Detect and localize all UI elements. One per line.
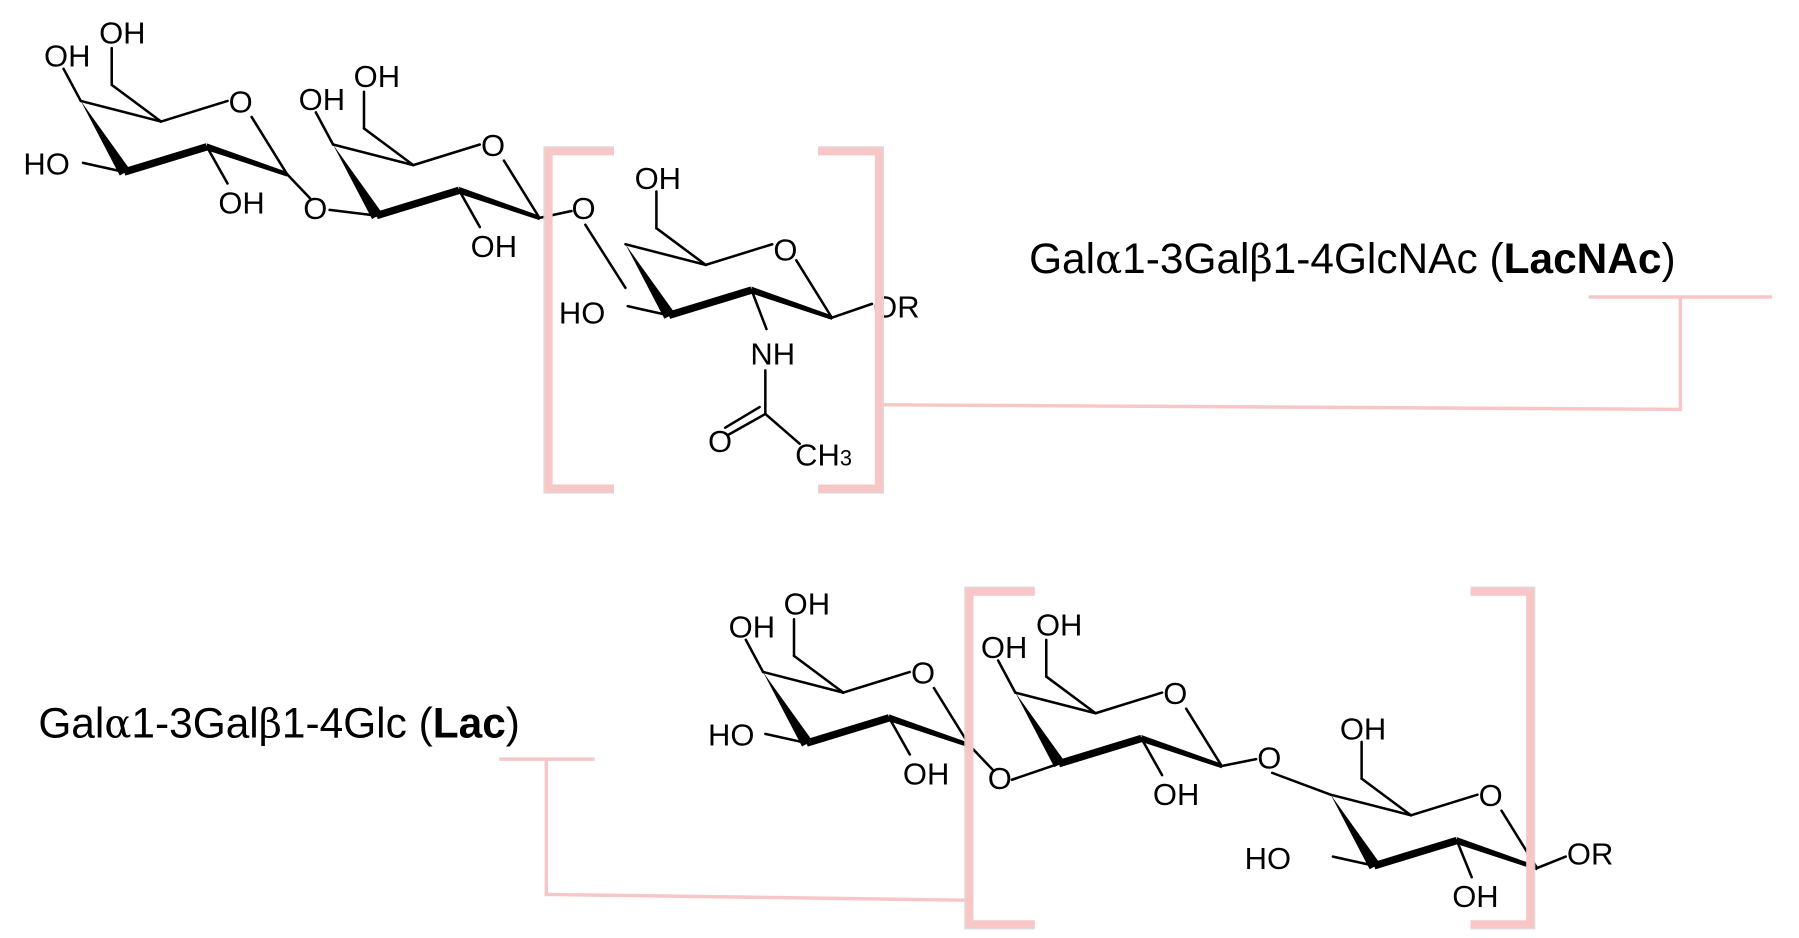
atom-oh: OH bbox=[1340, 712, 1386, 747]
glycosidic-oxygen: O bbox=[1257, 740, 1281, 775]
ring-oxygen: O bbox=[911, 655, 935, 690]
atom-oh: OH bbox=[635, 161, 681, 196]
glc-ring: OH HO OH O OR bbox=[1245, 712, 1614, 914]
atom-or: OR bbox=[1567, 837, 1613, 872]
glycosidic-oxygen: O bbox=[572, 191, 596, 226]
ring-oxygen: O bbox=[481, 128, 505, 163]
atom-nh: NH bbox=[750, 337, 795, 372]
lacnac-label: Galα1-3Galβ1-4GlcNAc (LacNAc) bbox=[1029, 235, 1676, 283]
lac-connector bbox=[544, 760, 965, 902]
atom-oh: OH bbox=[299, 82, 345, 117]
gal-ring-2: OH OH OH O O bbox=[299, 59, 627, 290]
ring-oxygen: O bbox=[229, 84, 253, 119]
atom-ho: HO bbox=[1245, 841, 1291, 876]
atom-oh: OH bbox=[1452, 879, 1498, 914]
atom-oh: OH bbox=[903, 756, 949, 791]
atom-oh: OH bbox=[729, 610, 775, 645]
atom-oh: OH bbox=[218, 185, 264, 220]
glycosidic-oxygen: O bbox=[303, 191, 327, 226]
atom-ho: HO bbox=[23, 146, 69, 181]
lacnac-abbrev: LacNAc bbox=[1504, 235, 1662, 282]
atom-oh: OH bbox=[1153, 777, 1199, 812]
carbonyl-oxygen: O bbox=[708, 424, 732, 459]
lacnac-connector bbox=[883, 298, 1683, 412]
ring-oxygen: O bbox=[1479, 778, 1503, 813]
lac-abbrev: Lac bbox=[433, 699, 506, 746]
lac-bracket bbox=[964, 586, 1536, 930]
atom-ho: HO bbox=[708, 717, 754, 752]
atom-oh: OH bbox=[44, 39, 90, 74]
methyl-group: CH3 bbox=[795, 438, 852, 473]
gal-ring-b: OH OH OH O O bbox=[981, 607, 1332, 812]
atom-ho: HO bbox=[559, 295, 605, 330]
atom-oh: OH bbox=[784, 587, 830, 622]
ring-oxygen: O bbox=[1163, 676, 1187, 711]
glycosidic-oxygen: O bbox=[988, 761, 1012, 796]
gal-ring-1: OH OH HO OH O O bbox=[23, 16, 378, 226]
atom-oh: OH bbox=[99, 16, 145, 51]
atom-oh: OH bbox=[471, 229, 517, 264]
lac-label: Galα1-3Galβ1-4Glc (Lac) bbox=[38, 699, 520, 747]
gal-ring-a: OH OH HO OH O O bbox=[708, 587, 1061, 796]
lacnac-bracket bbox=[543, 146, 885, 494]
atom-oh: OH bbox=[981, 630, 1027, 665]
atom-oh: OH bbox=[354, 59, 400, 94]
glcnac-ring: OH HO O OR NH O CH3 bbox=[559, 161, 920, 472]
atom-oh: OH bbox=[1036, 607, 1082, 642]
ring-oxygen: O bbox=[773, 232, 797, 267]
lacnac-structure: OH OH HO OH O O OH OH OH O O bbox=[23, 16, 1773, 494]
lac-structure: OH OH HO OH O O OH OH OH O O bbox=[38, 586, 1614, 930]
